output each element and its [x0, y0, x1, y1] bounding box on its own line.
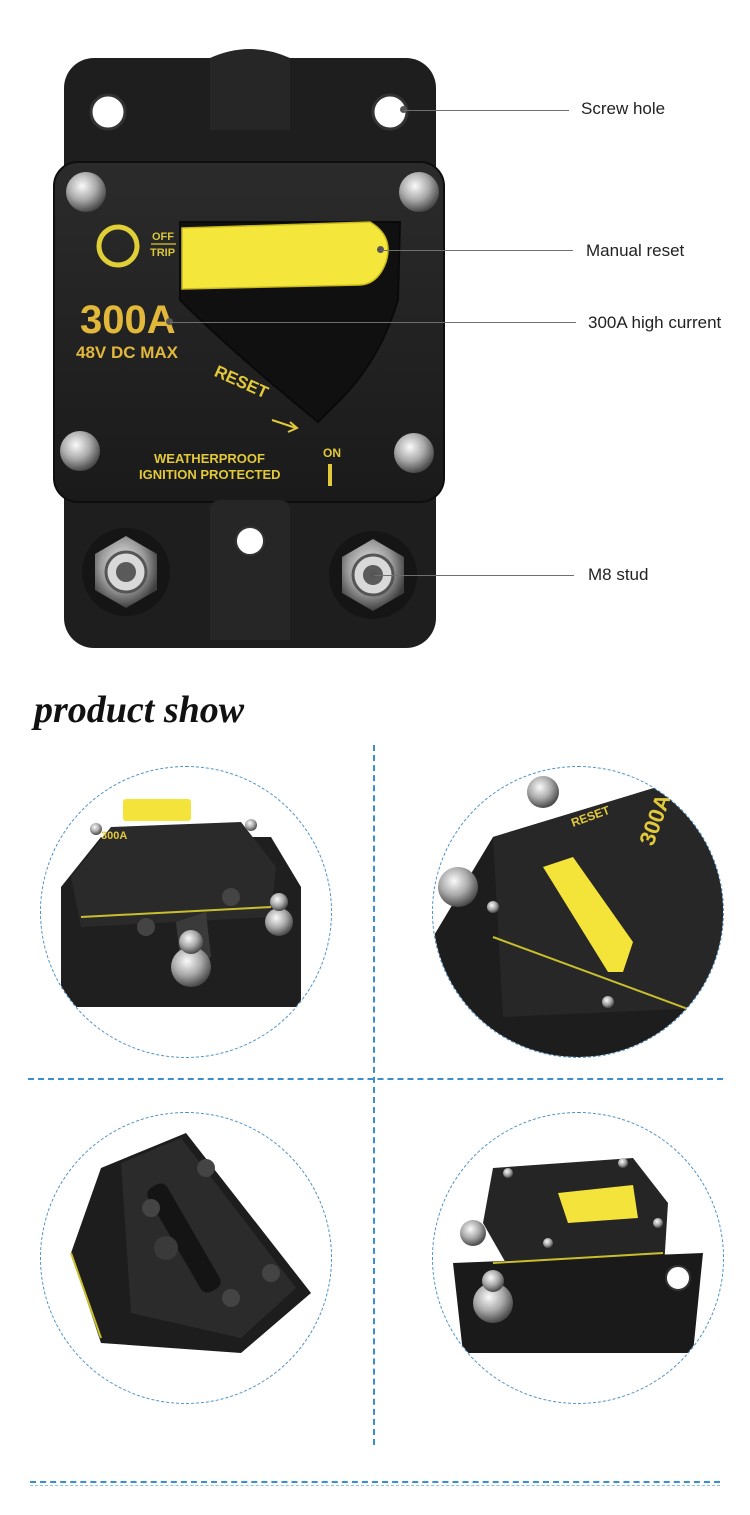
- product-photo-lever-closeup: RESET 300A: [432, 766, 724, 1058]
- bottom-divider-secondary: [30, 1485, 720, 1486]
- callout-line-stud: [374, 575, 574, 576]
- product-photo-side-angle: [432, 1112, 724, 1404]
- callout-dot-current: [166, 318, 173, 325]
- callout-dot-stud: [370, 571, 377, 578]
- product-photo-back: [40, 1112, 332, 1404]
- product-diagram: OFF TRIP 300A 48V DC MAX RESET ON WEATHE…: [0, 0, 750, 660]
- off-indicator-ring: [96, 224, 140, 268]
- grid-divider-vertical: [373, 745, 375, 1445]
- screw-hole-left: [89, 93, 127, 131]
- face-screw-tl: [66, 172, 106, 212]
- svg-text:OFF: OFF: [152, 231, 174, 243]
- product-photo-front-angle: 300A: [40, 766, 332, 1058]
- grid-divider-horizontal: [28, 1078, 723, 1080]
- screw-hole-right: [371, 93, 409, 131]
- face-screw-tr: [399, 172, 439, 212]
- callout-screw-hole: Screw hole: [581, 99, 666, 118]
- bottom-divider: [30, 1481, 720, 1483]
- callout-dot-screw: [400, 106, 407, 113]
- reset-lever: [181, 221, 389, 290]
- face-screw-br: [394, 433, 434, 473]
- callout-line-current: [170, 322, 576, 323]
- face-screw-bl: [60, 431, 100, 471]
- circuit-breaker-illustration: OFF TRIP 300A 48V DC MAX RESET ON WEATHE…: [53, 49, 445, 648]
- callout-m8-stud: M8 stud: [588, 565, 649, 584]
- svg-text:ON: ON: [323, 446, 341, 460]
- voltage-label: 48V DC MAX: [76, 343, 179, 362]
- callout-line-reset: [381, 250, 573, 251]
- rating-label: 300A: [80, 298, 176, 342]
- callout-line-screw: [404, 110, 569, 111]
- callout-manual-reset: Manual reset: [586, 241, 685, 260]
- svg-text:300A: 300A: [101, 830, 127, 842]
- svg-text:TRIP: TRIP: [150, 247, 175, 259]
- svg-text:WEATHERPROOF: WEATHERPROOF: [154, 451, 265, 466]
- section-title: product show: [34, 689, 245, 731]
- callout-dot-reset: [377, 246, 384, 253]
- callout-high-current: 300A high current: [588, 313, 722, 332]
- stud-left: [82, 528, 170, 616]
- bottom-mount-hole: [235, 526, 265, 556]
- svg-text:IGNITION PROTECTED: IGNITION PROTECTED: [139, 467, 281, 482]
